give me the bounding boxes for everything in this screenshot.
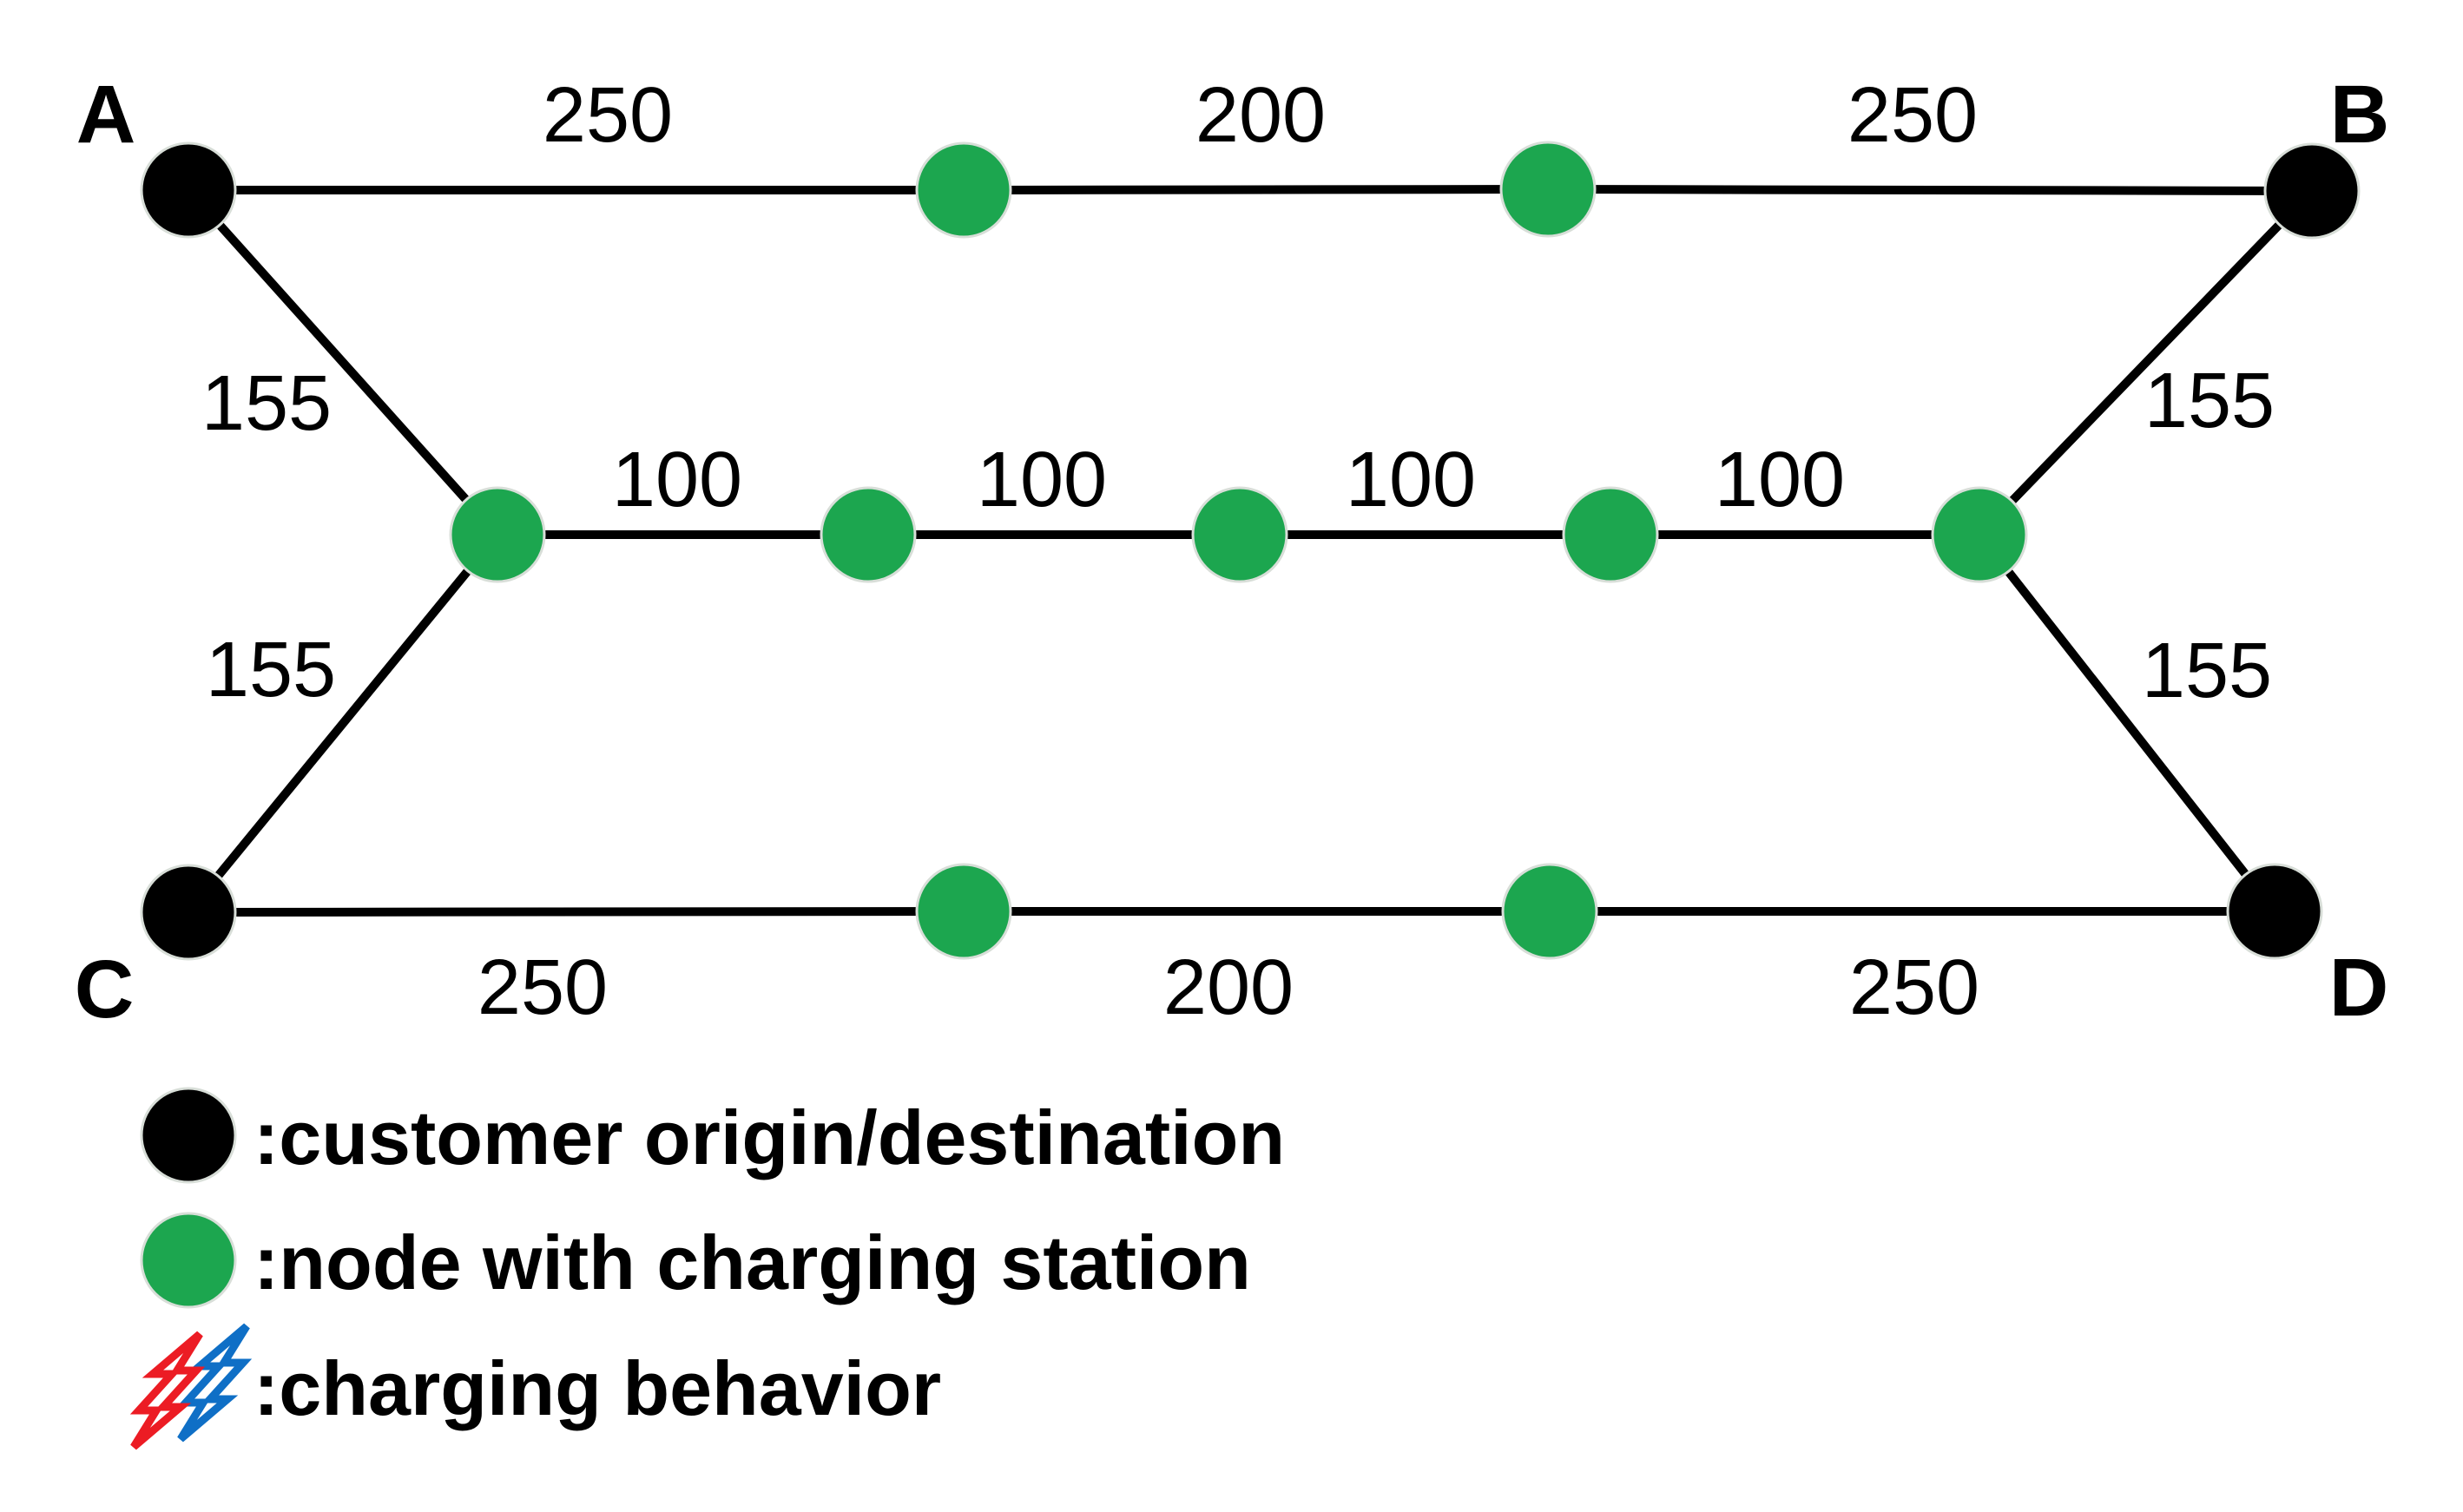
charging-node-bottom-2 xyxy=(1501,863,1598,960)
legend-label-charging-behavior: :charging behavior xyxy=(254,1345,941,1431)
node-label-D: D xyxy=(2329,942,2389,1034)
charging-node-mid-2 xyxy=(820,486,917,583)
charging-node-mid-4 xyxy=(1562,486,1659,583)
edge-label: 100 xyxy=(1346,437,1476,523)
edge-top1-top2 xyxy=(963,185,1549,194)
customer-node-icon xyxy=(140,1087,237,1184)
edge-label: 155 xyxy=(201,360,332,447)
edge-label: 100 xyxy=(612,437,742,523)
edge-label: 200 xyxy=(1195,72,1326,159)
charging-node-mid-5 xyxy=(1931,486,2028,583)
edge-A-mid1 xyxy=(185,187,501,538)
edge-label-group: 250 200 250 155 155 100 100 100 100 155 … xyxy=(201,72,2275,1031)
edge-label: 100 xyxy=(977,437,1107,523)
node-A xyxy=(140,141,237,239)
charging-node-top-1 xyxy=(915,141,1012,239)
charging-node-bottom-1 xyxy=(915,863,1012,960)
legend-label-customer: :customer origin/destination xyxy=(254,1095,1285,1180)
edge-mid5-D xyxy=(1976,531,2278,915)
node-label-B: B xyxy=(2330,69,2390,161)
edge-C-mid1 xyxy=(185,531,501,916)
legend: :customer origin/destination :node with … xyxy=(134,1087,1285,1447)
edge-label: 155 xyxy=(2144,358,2275,444)
edge-label: 155 xyxy=(2142,628,2272,714)
edge-label: 250 xyxy=(1847,72,1978,159)
edge-label: 155 xyxy=(206,627,336,713)
node-C xyxy=(140,864,237,961)
charging-node-mid-1 xyxy=(449,486,546,583)
charging-node-icon xyxy=(140,1212,237,1309)
charging-node-mid-3 xyxy=(1191,486,1288,583)
legend-label-charging-station: :node with charging station xyxy=(254,1219,1251,1305)
edge-C-bottom1 xyxy=(188,907,965,917)
charging-node-top-2 xyxy=(1499,141,1597,238)
edge-mid5-B xyxy=(1976,187,2315,538)
node-group xyxy=(140,141,2361,961)
edge-label: 250 xyxy=(477,944,608,1031)
node-label-A: A xyxy=(76,69,136,161)
edge-group xyxy=(185,185,2315,917)
node-B xyxy=(2263,142,2361,240)
node-label-C: C xyxy=(75,943,135,1035)
edge-label: 250 xyxy=(1849,944,1979,1031)
node-label-group: A B C D xyxy=(75,69,2390,1035)
edge-top2-B xyxy=(1547,185,2313,195)
edge-label: 100 xyxy=(1715,437,1845,523)
node-D xyxy=(2226,863,2323,960)
charging-bolts-icon xyxy=(134,1326,247,1447)
edge-label: 250 xyxy=(543,72,673,159)
edge-label: 200 xyxy=(1163,944,1294,1031)
